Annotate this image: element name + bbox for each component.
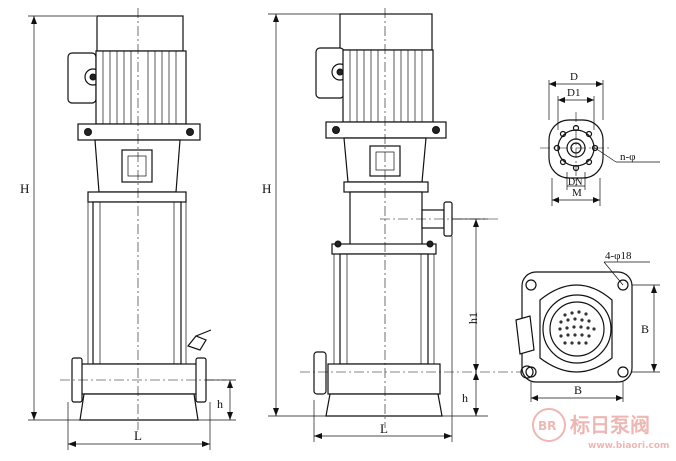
pump-casing [79, 363, 199, 395]
flange-detail: D D1 DN M n-φ [540, 71, 660, 206]
dim-h1: h1 [452, 218, 488, 372]
motor-top-cap [96, 15, 184, 52]
inlet-flange-side [313, 351, 327, 395]
dim-L-right: L [313, 236, 453, 442]
dim-H-right: H [262, 13, 340, 417]
watermark-url: www.biaori.com [588, 441, 669, 451]
motor-body-side [342, 49, 434, 123]
pump-casing-side [327, 363, 441, 395]
label-h1: h1 [466, 312, 480, 324]
foot-base [79, 393, 199, 421]
label-n-phi: n-φ [620, 151, 636, 163]
pump-side-view [300, 8, 540, 428]
upper-column [349, 191, 423, 251]
label-B-right: B [641, 322, 649, 336]
base-plan-view: 4-φ18 B B [515, 250, 660, 402]
label-DN: DN [568, 177, 582, 188]
label-L-right: L [380, 421, 388, 436]
label-bolts: 4-φ18 [605, 250, 632, 262]
dim-h-left: h [198, 379, 236, 421]
vent-valve [186, 329, 212, 351]
label-H-left: H [20, 181, 29, 196]
base-plate [521, 271, 633, 383]
watermark-logo-icon [532, 408, 566, 442]
label-L-left: L [134, 428, 142, 443]
pump-sleeve [92, 201, 182, 365]
coupling-window [121, 149, 153, 183]
label-D1: D1 [567, 87, 580, 99]
label-D: D [570, 71, 578, 83]
label-h-right: h [462, 391, 468, 405]
label-H-right: H [262, 181, 271, 196]
motor-top-cap-side [339, 13, 433, 51]
foot-base-side [325, 393, 443, 417]
label-B-bottom: B [574, 383, 582, 397]
label-h-left: h [217, 397, 223, 411]
motor-body [95, 50, 187, 125]
dim-h-right: h [442, 372, 488, 417]
watermark-logo: BR [538, 419, 556, 433]
upper-plate-side [331, 243, 437, 255]
motor-flange [77, 123, 201, 141]
upper-plate [87, 191, 187, 203]
dim-L-left: L [67, 402, 211, 450]
side-outlet [380, 201, 500, 237]
label-M: M [572, 187, 582, 199]
motor-flange-side [325, 121, 447, 139]
watermark-brand: 标日泵阀 [570, 413, 650, 437]
watermark: BR 标日泵阀 www.biaori.com [532, 408, 669, 451]
pump-sleeve-side [339, 253, 429, 365]
pump-front-view [60, 8, 226, 430]
dim-H-left: H [20, 15, 96, 421]
